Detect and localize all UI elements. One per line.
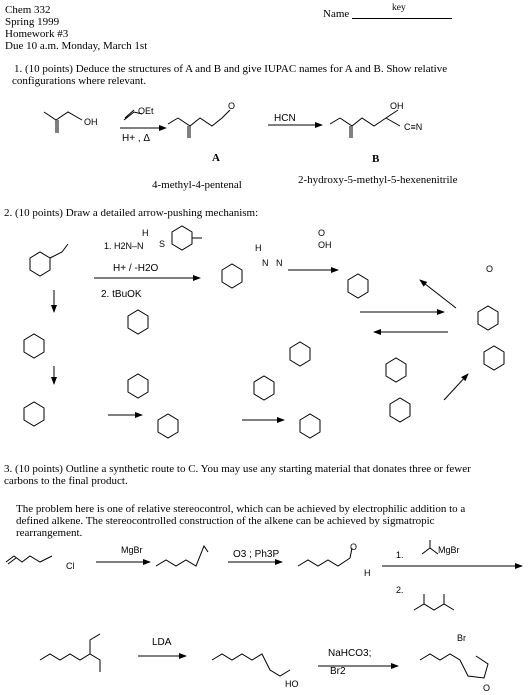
q3-br2: Br2	[330, 666, 346, 677]
q2-diazo-n2: N	[276, 258, 283, 268]
product-b-label: B	[372, 153, 380, 165]
q1-allyl-alcohol-oh: OH	[84, 117, 98, 127]
q2-tosyl-ring-4	[253, 375, 275, 401]
q2-step1-h: H	[142, 228, 149, 238]
q3-aldehyde-h: H	[364, 568, 371, 578]
name-field	[352, 10, 452, 19]
q2-step1-conditions: H+ / -H2O	[113, 263, 159, 274]
q3-grignard-1: MgBr	[121, 545, 143, 555]
q2-ring-3	[23, 401, 45, 427]
q2-benzaldehyde-ring	[29, 243, 69, 277]
q3-answer-line3: rearrangement.	[16, 527, 83, 539]
q2-tosyl-ring-2	[127, 309, 149, 335]
q2-ring-10	[385, 357, 407, 383]
q3-aldehyde-o: O	[350, 542, 358, 552]
q2-tosyl-ring-3	[127, 373, 149, 399]
q2-prompt: 2. (10 points) Draw a detailed arrow-pus…	[4, 207, 259, 219]
q2-ring-4	[157, 413, 179, 439]
q2-carboxylate-o: O	[486, 264, 494, 274]
q2-arrow-back	[419, 279, 457, 309]
q1-vinyl-ether-oet: OEt	[138, 106, 154, 116]
q3-isopropenyl-grignard	[421, 540, 439, 555]
q2-tosyl-ring-1	[171, 225, 202, 251]
q3-step2: 2.	[396, 585, 404, 595]
q2-ring-9	[289, 341, 311, 367]
q3-unsaturated-acid	[211, 653, 291, 677]
q2-diazo-h: H	[255, 243, 262, 253]
q1-product-b	[329, 109, 401, 138]
name-value: key	[392, 3, 406, 13]
q3-allyl-chloride	[5, 555, 53, 565]
q2-arrow-up-right	[443, 373, 469, 401]
product-b-name: 2-hydroxy-5-methyl-5-hexenenitrile	[298, 174, 458, 186]
q3-ho-label: HO	[285, 679, 299, 689]
q2-step2-base: 2. tBuOK	[101, 289, 142, 300]
q2-ring-2	[23, 333, 45, 359]
term: Spring 1999	[5, 16, 60, 28]
q3-step1: 1.	[396, 550, 404, 560]
q1-aldehyde-oxygen: O	[228, 101, 236, 111]
product-a-name: 4-methyl-4-pentenal	[152, 179, 242, 191]
q2-sulfonyl-s: S	[159, 239, 166, 249]
q3-ozonolysis: O3 ; Ph3P	[233, 549, 280, 560]
q1-conditions: H+ , Δ	[122, 133, 151, 144]
q2-diazo-n1: N	[262, 258, 269, 268]
q3-allylic-acetate	[39, 633, 101, 672]
q3-nahco3: NaHCO3;	[328, 648, 372, 659]
q2-ring-5	[299, 413, 321, 439]
name-label: Name	[323, 8, 350, 20]
q2-tosyl-ring-5	[389, 397, 411, 423]
q3-lda: LDA	[152, 637, 172, 648]
q3-br-label: Br	[457, 633, 466, 643]
q1-cyanohydrin-oh: OH	[390, 101, 404, 111]
q2-ring-6	[221, 263, 243, 289]
q2-ring-7	[347, 273, 369, 299]
q1-ethyl-vinyl-ether	[123, 109, 143, 121]
q1-cyanohydrin-cn: C≡N	[404, 122, 423, 132]
q2-step1-reagent: 1. H2N–N	[104, 241, 144, 251]
q1-product-a	[167, 109, 231, 138]
q1-methallyl-alcohol	[43, 111, 83, 133]
q3-acetic-anhydride	[413, 594, 455, 611]
homework-number: Homework #3	[5, 28, 69, 40]
product-a-label: A	[212, 152, 220, 164]
q2-propanoic-oh: OH	[318, 240, 332, 250]
q2-ring-8	[477, 305, 499, 331]
q3-grignard-2: MgBr	[438, 545, 460, 555]
q3-answer-line2: defined alkene. The stereocontrolled con…	[16, 515, 435, 527]
q3-bromolactone	[419, 653, 489, 679]
q3-allyl-chloride-cl: Cl	[66, 561, 75, 571]
q3-prompt-line2: carbons to the final product.	[4, 475, 128, 487]
q3-prompt-line1: 3. (10 points) Outline a synthetic route…	[4, 463, 471, 475]
q1-prompt-line1: 1. (10 points) Deduce the structures of …	[14, 63, 448, 75]
q3-alkene-1	[155, 544, 209, 567]
q1-hcn-reagent: HCN	[274, 113, 296, 124]
course-title: Chem 332	[5, 4, 51, 16]
q2-propanoic-o: O	[318, 228, 326, 238]
q3-pentanal	[297, 547, 353, 567]
q1-prompt-line2: configurations where relevant.	[12, 75, 147, 87]
due-date: Due 10 a.m. Monday, March 1st	[5, 40, 148, 52]
q3-lactone-o: O	[483, 683, 491, 693]
q3-answer-line1: The problem here is one of relative ster…	[16, 503, 466, 515]
q2-tosyl-ring-6	[483, 345, 505, 371]
